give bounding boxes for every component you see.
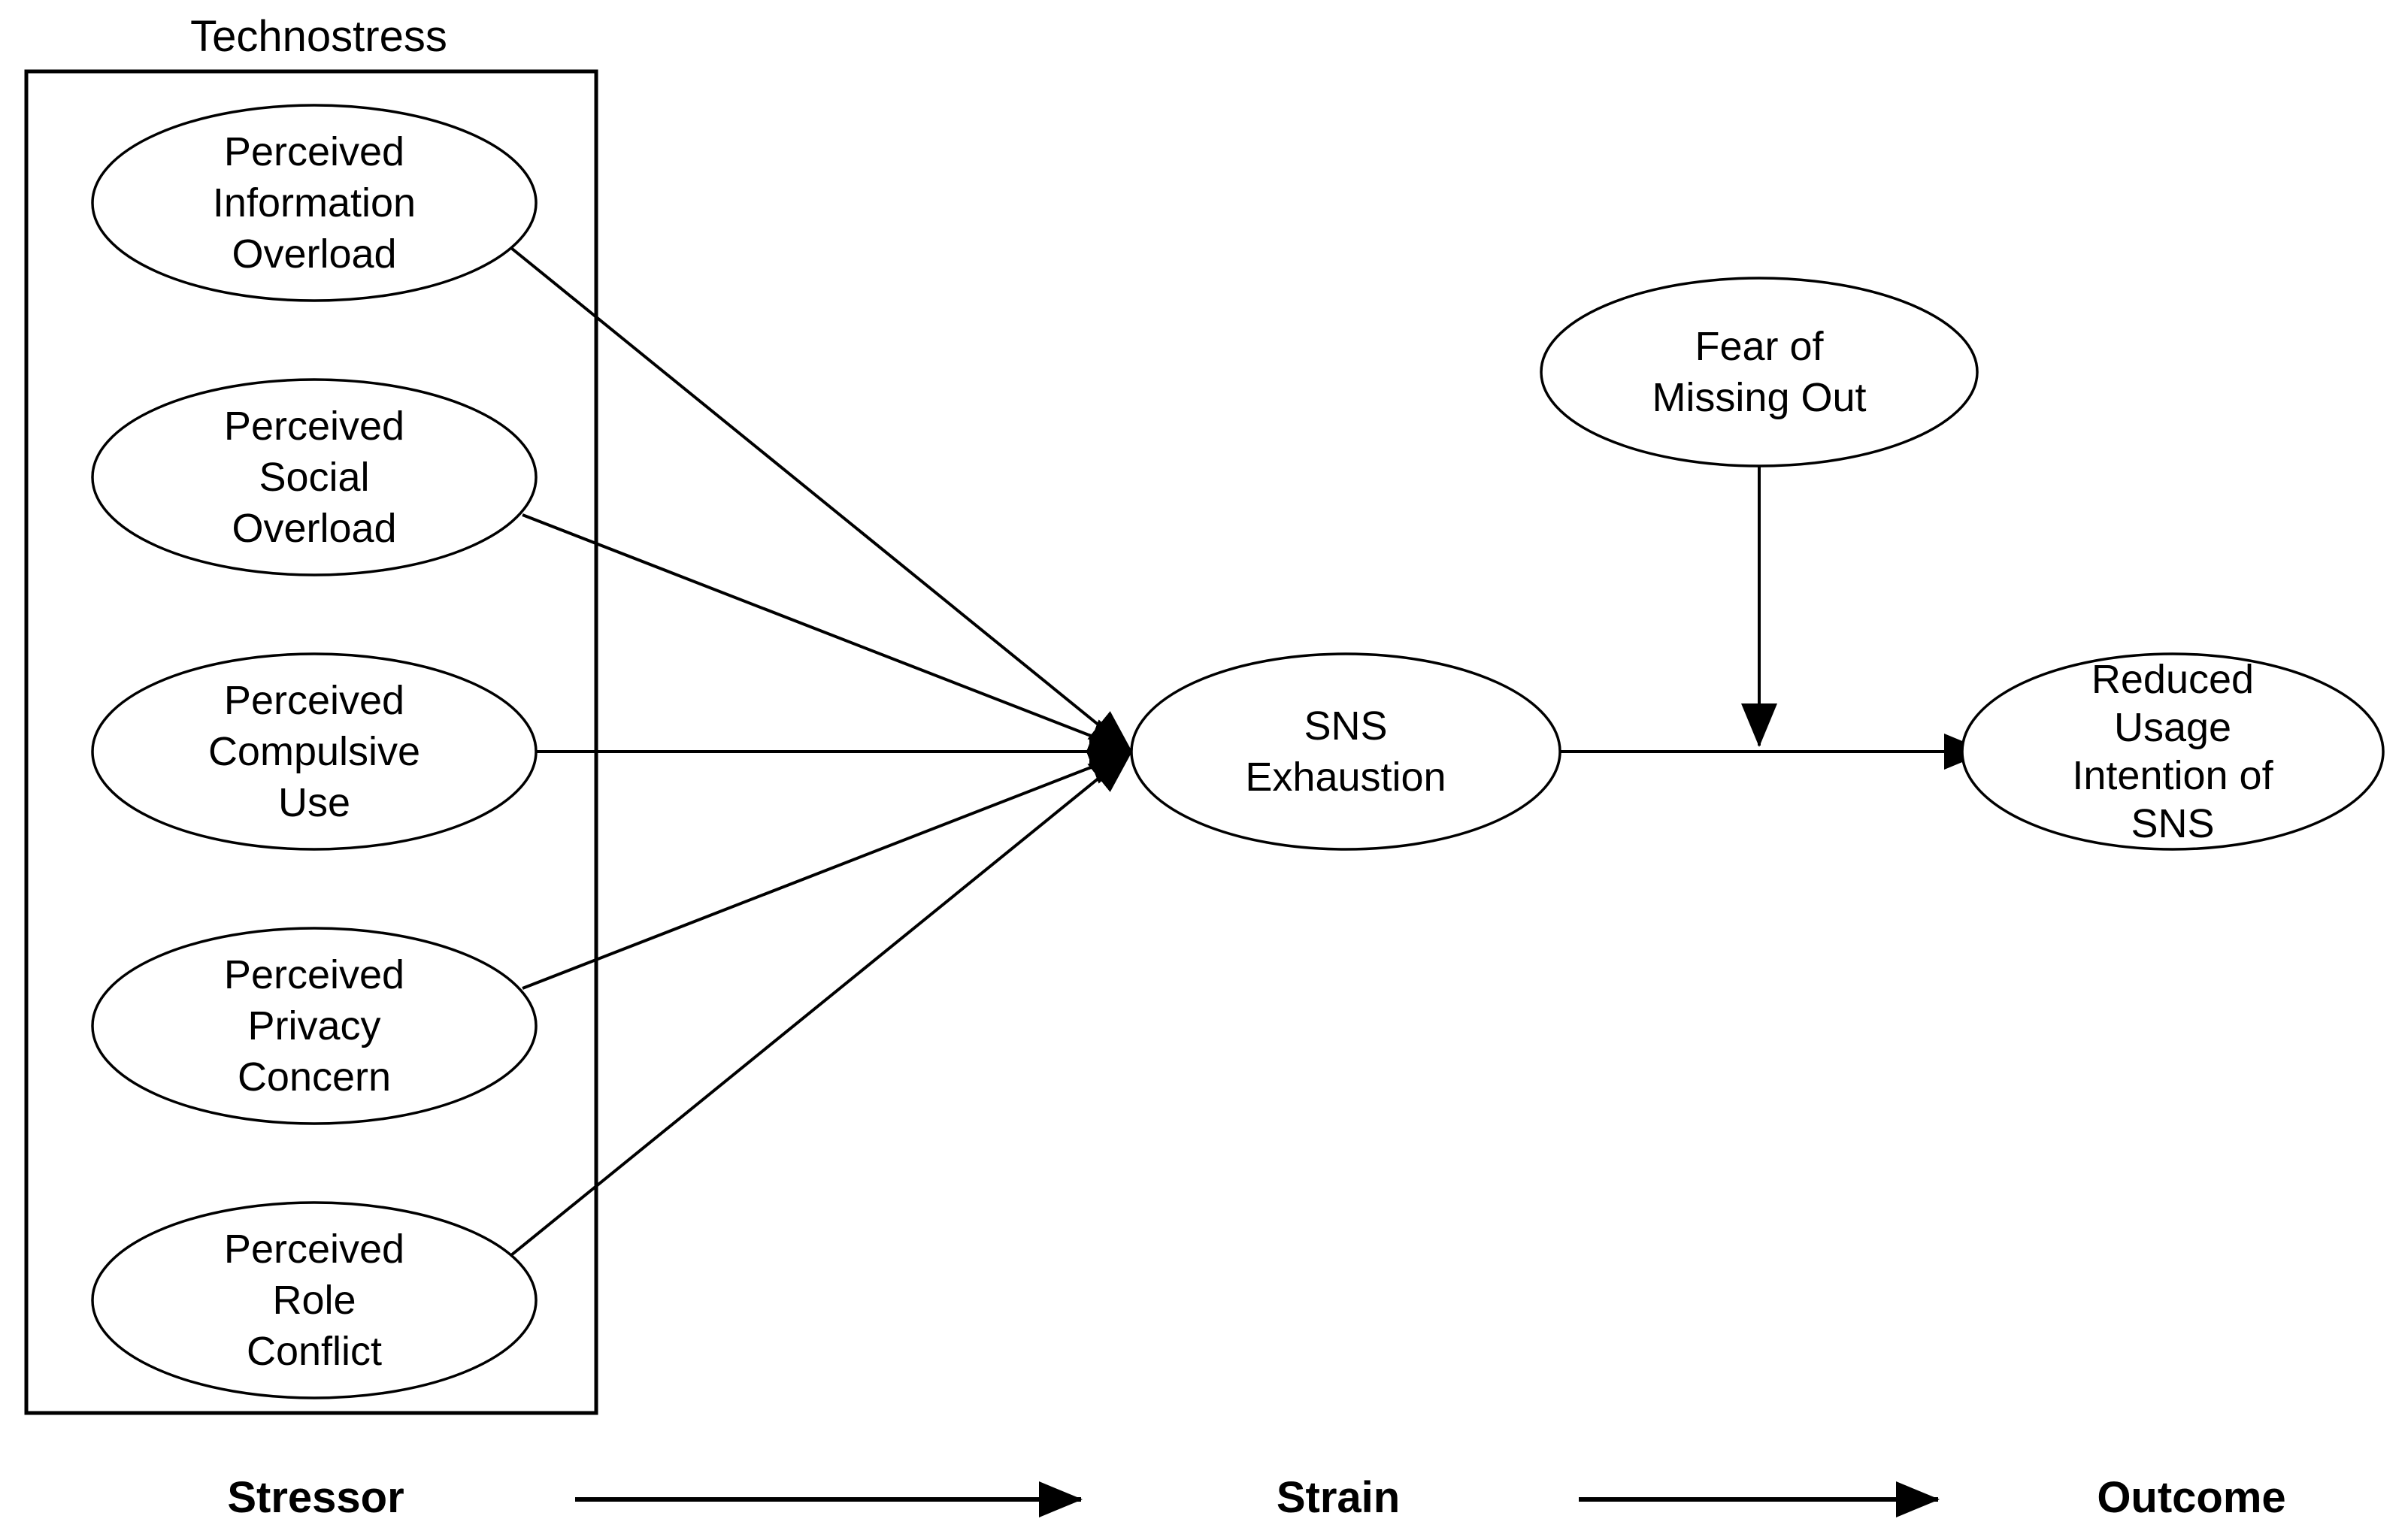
node-label-line: Information <box>213 180 416 225</box>
node-perceived-information-overload: Perceived Information Overload <box>91 104 538 302</box>
node-label-line: Perceived <box>224 952 404 997</box>
legend-label-strain: Strain <box>1277 1473 1400 1522</box>
node-perceived-role-conflict: Perceived Role Conflict <box>91 1201 538 1399</box>
node-label-line: SNS <box>2131 801 2214 846</box>
reduced-usage-intention-ellipse <box>1961 652 2385 851</box>
perceived-privacy-concern-ellipse <box>91 927 538 1125</box>
node-label-line: Usage <box>2114 705 2231 750</box>
node-label-line: Conflict <box>247 1329 382 1374</box>
perceived-information-overload-ellipse <box>91 104 538 302</box>
node-label-line: Social <box>259 455 369 500</box>
node-label-line: Intention of <box>2072 753 2273 798</box>
technostress-group-title: Technostress <box>190 12 447 61</box>
node-label-line: Perceived <box>224 404 404 449</box>
perceived-role-conflict-ellipse <box>91 1201 538 1399</box>
sns-exhaustion-ellipse <box>1130 652 1561 851</box>
legend-label-outcome: Outcome <box>2097 1473 2285 1522</box>
technostress-group-box <box>24 69 598 1415</box>
node-label-line: Privacy <box>247 1003 380 1048</box>
fear-of-missing-out-ellipse <box>1540 277 1979 467</box>
node-label-line: Perceived <box>224 129 404 174</box>
node-perceived-social-overload: Perceived Social Overload <box>91 378 538 576</box>
node-label-line: Compulsive <box>208 729 420 774</box>
edge-privacy-concern-to-sns-exhaustion <box>522 749 1133 990</box>
perceived-compulsive-use-ellipse <box>91 652 538 851</box>
node-fear-of-missing-out: Fear of Missing Out <box>1540 277 1979 467</box>
node-label-line: Perceived <box>224 1227 404 1272</box>
node-label-line: Missing Out <box>1652 375 1866 420</box>
node-perceived-privacy-concern: Perceived Privacy Concern <box>91 927 538 1125</box>
node-label-line: Reduced <box>2091 657 2254 702</box>
edge-role-conflict-to-sns-exhaustion <box>510 750 1133 1257</box>
node-perceived-compulsive-use: Perceived Compulsive Use <box>91 652 538 851</box>
node-label-line: Overload <box>232 231 396 277</box>
node-label-line: Perceived <box>224 678 404 723</box>
node-label-line: Use <box>278 780 350 825</box>
node-sns-exhaustion: SNS Exhaustion <box>1130 652 1561 851</box>
edge-social-overload-to-sns-exhaustion <box>522 513 1133 754</box>
edge-information-overload-to-sns-exhaustion <box>510 247 1133 753</box>
node-label-line: Exhaustion <box>1245 755 1446 800</box>
node-label-line: Fear of <box>1695 324 1824 369</box>
node-label-line: Concern <box>238 1054 391 1100</box>
node-reduced-usage-intention: Reduced Usage Intention of SNS <box>1961 652 2385 851</box>
node-label-line: SNS <box>1304 703 1387 749</box>
node-label-line: Role <box>272 1278 356 1323</box>
perceived-social-overload-ellipse <box>91 378 538 576</box>
legend-label-stressor: Stressor <box>227 1473 404 1522</box>
node-label-line: Overload <box>232 506 396 551</box>
